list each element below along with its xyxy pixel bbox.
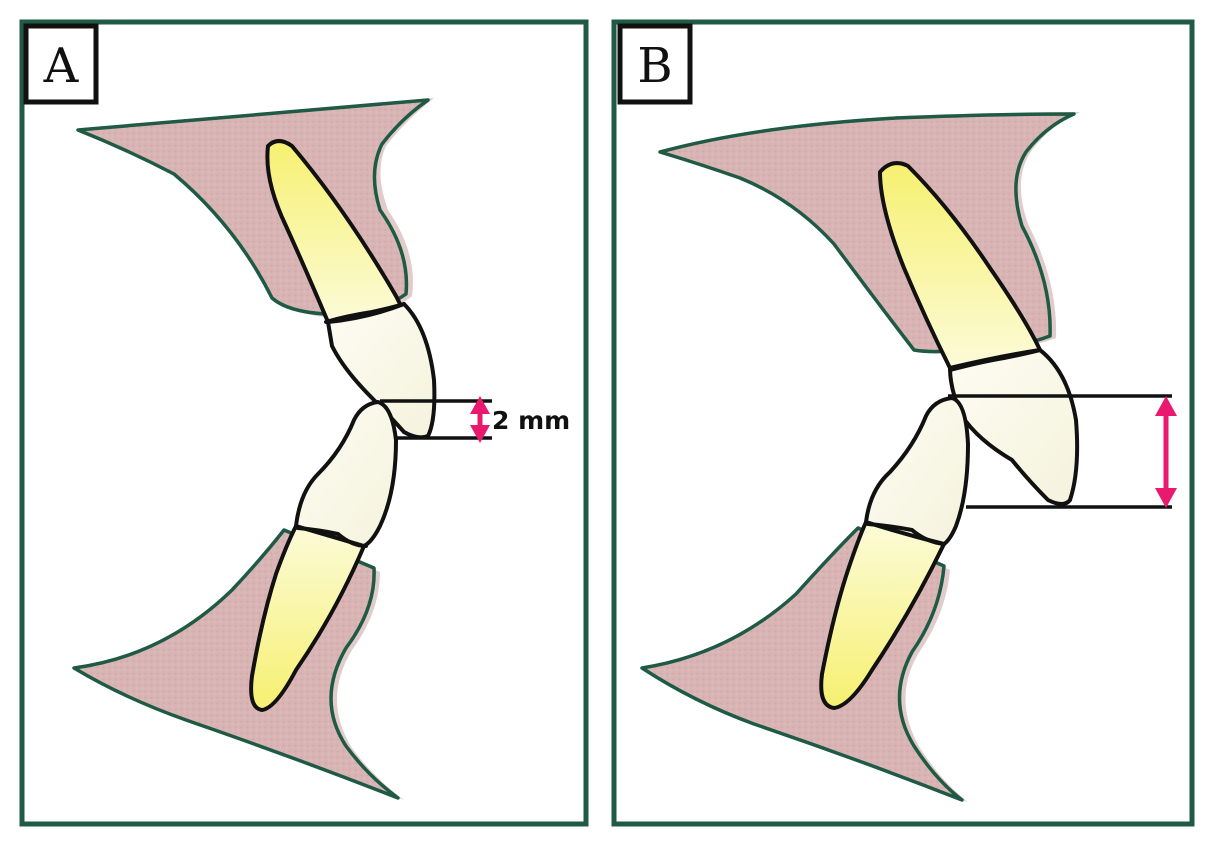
upper-incisor-cej (324, 302, 406, 324)
arrow-head-up (470, 396, 490, 414)
overbite-arrow-a (470, 396, 490, 443)
panel-b-label-box (617, 23, 693, 105)
arrow-head-down (1155, 488, 1177, 508)
panel-a-label: A (43, 38, 80, 94)
overbite-arrow-b (1155, 396, 1177, 508)
upper-incisor-cej (948, 348, 1042, 372)
lower-incisor-cej (866, 522, 946, 546)
arrow-head-up (1155, 396, 1177, 416)
overbite-measurement-label: 2 mm (492, 406, 570, 435)
panel-a-label-box (23, 23, 99, 105)
arrow-head-down (470, 425, 490, 443)
panel-b: B (611, 19, 1195, 827)
panel-b-label: B (637, 38, 672, 94)
panel-a: 2 mm A (19, 19, 589, 827)
lower-incisor-cej (296, 526, 368, 548)
